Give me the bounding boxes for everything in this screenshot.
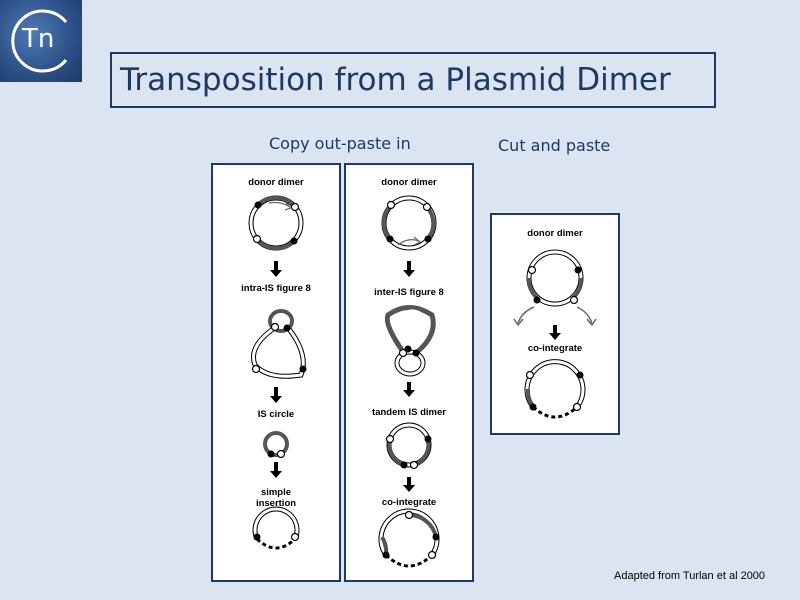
label-donor-dimer: donor dimer	[381, 177, 437, 188]
label-figure-8: inter-IS figure 8	[374, 287, 444, 298]
arrow-down-icon	[403, 382, 415, 397]
label-co-integrate: co-integrate	[382, 497, 436, 508]
label-donor-dimer: donor dimer	[527, 228, 583, 239]
label-donor-dimer: donor dimer	[248, 177, 304, 188]
label-is-circle: IS circle	[258, 409, 294, 420]
title-box: Transposition from a Plasmid Dimer	[110, 52, 716, 108]
is-circle	[263, 431, 289, 459]
panel-cut-paste: donor dimer co-integrate	[490, 213, 620, 435]
donor-dimer-plasmid	[248, 195, 304, 251]
page-title: Transposition from a Plasmid Dimer	[120, 62, 671, 98]
simple-insertion-plasmid	[252, 506, 300, 550]
label-insertion: insertion	[256, 498, 296, 509]
tn-logo: Tn	[0, 0, 82, 82]
curved-arrow-right-icon	[576, 306, 597, 327]
figure-8-structure	[384, 305, 436, 377]
figure-8-structure	[251, 309, 307, 379]
tandem-is-dimer	[385, 422, 432, 470]
panel-inter-is: donor dimer inter-IS figure 8	[344, 163, 474, 582]
label-tandem-dimer: tandem IS dimer	[372, 407, 446, 418]
co-integrate-plasmid	[378, 508, 440, 568]
citation-credit: Adapted from Turlan et al 2000	[614, 570, 766, 582]
label-simple: simple	[261, 487, 291, 498]
arrow-down-icon	[403, 477, 415, 492]
curved-arrow-left-icon	[513, 306, 535, 327]
label-figure-8: intra-IS figure 8	[241, 283, 311, 294]
arrow-down-icon	[403, 261, 415, 277]
co-integrate-plasmid	[524, 359, 586, 419]
label-co-integrate: co-integrate	[528, 343, 582, 354]
panel-intra-is: donor dimer intra-IS figure 8	[211, 163, 341, 582]
donor-dimer-plasmid	[381, 195, 437, 251]
logo-text: Tn	[22, 24, 55, 54]
donor-dimer-plasmid	[526, 249, 584, 307]
arrow-down-icon	[270, 261, 282, 277]
cut-paste-header: Cut and paste	[498, 136, 611, 155]
copy-paste-header: Copy out-paste in	[269, 134, 411, 153]
arrow-down-icon	[549, 325, 561, 340]
arrow-down-icon	[270, 462, 282, 478]
arrow-down-icon	[270, 387, 282, 403]
